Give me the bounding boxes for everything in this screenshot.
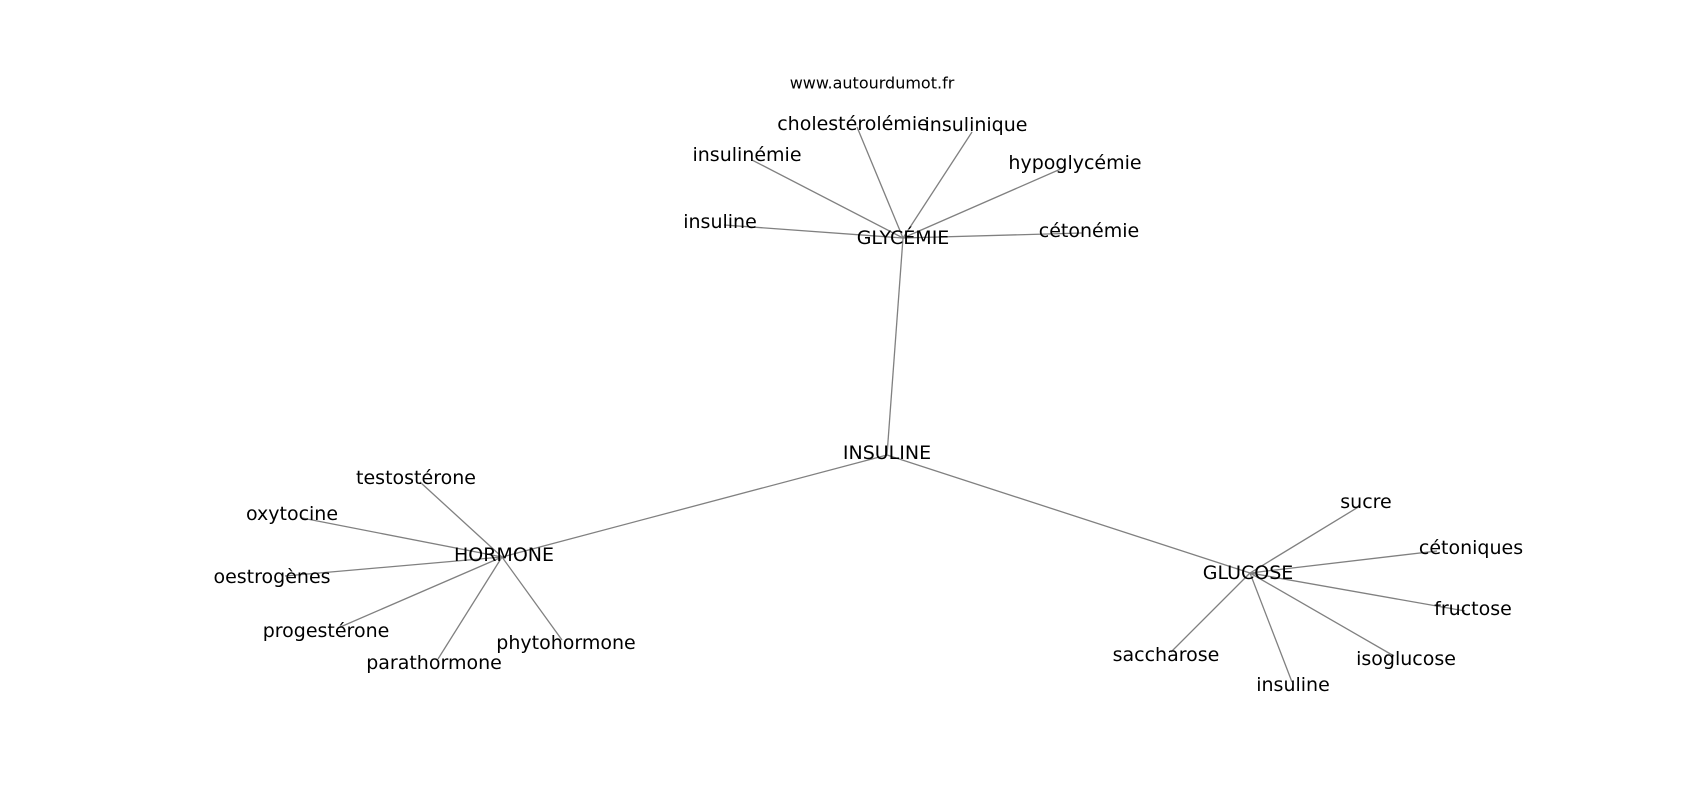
edge-center-to-hub <box>886 237 904 456</box>
leaf-node-label[interactable]: cétoniques <box>1419 537 1523 559</box>
edge-hub-to-leaf <box>902 232 1083 239</box>
leaf-node-label[interactable]: progestérone <box>263 620 390 642</box>
hub-node-label[interactable]: HORMONE <box>454 544 554 566</box>
leaf-node-label[interactable]: insuline <box>683 211 757 233</box>
edge-center-to-hub <box>886 454 1251 574</box>
leaf-node-label[interactable]: cholestérolémie <box>777 113 929 135</box>
edge-hub-to-leaf <box>1249 505 1361 574</box>
leaf-node-label[interactable]: insulinémie <box>692 144 801 166</box>
graph-labels: www.autourdumot.fr INSULINE GLYCÉMIE chole… <box>213 74 1523 697</box>
edge-hub-to-leaf <box>1249 572 1395 657</box>
edge-hub-to-leaf <box>902 131 973 239</box>
leaf-node-label[interactable]: saccharose <box>1113 644 1220 666</box>
leaf-node-label[interactable]: oxytocine <box>246 503 338 525</box>
graph-edges <box>284 126 1466 683</box>
leaf-node-label[interactable]: parathormone <box>366 652 502 674</box>
hub-node-label[interactable]: GLUCOSE <box>1203 562 1294 584</box>
edge-hub-to-leaf <box>1249 572 1466 612</box>
edge-hub-to-leaf <box>902 167 1064 239</box>
leaf-node-label[interactable]: testostérone <box>356 467 476 489</box>
edge-hub-to-leaf <box>284 556 503 577</box>
edge-hub-to-leaf <box>1249 550 1438 574</box>
hub-node-label[interactable]: GLYCÉMIE <box>857 226 950 249</box>
edge-hub-to-leaf <box>1249 572 1293 683</box>
leaf-node-label[interactable]: oestrogènes <box>213 566 330 588</box>
leaf-node-label[interactable]: insuline <box>1256 674 1330 696</box>
edge-hub-to-leaf <box>856 126 904 239</box>
leaf-node-label[interactable]: insulinique <box>925 114 1028 136</box>
edge-hub-to-leaf <box>501 556 563 641</box>
edge-center-to-hub <box>501 454 888 558</box>
leaf-node-label[interactable]: fructose <box>1434 598 1512 620</box>
leaf-node-label[interactable]: cétonémie <box>1039 220 1139 242</box>
edge-hub-to-leaf <box>337 556 503 629</box>
edge-hub-to-leaf <box>723 224 904 239</box>
edge-hub-to-leaf <box>751 159 904 239</box>
center-node-label[interactable]: INSULINE <box>843 442 931 464</box>
edge-hub-to-leaf <box>419 481 503 558</box>
leaf-node-label[interactable]: sucre <box>1340 491 1391 513</box>
leaf-node-label[interactable]: phytohormone <box>496 632 635 654</box>
leaf-node-label[interactable]: hypoglycémie <box>1008 152 1141 174</box>
edge-hub-to-leaf <box>1170 572 1251 653</box>
watermark-url: www.autourdumot.fr <box>790 74 955 93</box>
leaf-node-label[interactable]: isoglucose <box>1356 648 1456 670</box>
edge-hub-to-leaf <box>437 556 503 660</box>
edge-hub-to-leaf <box>301 517 503 558</box>
